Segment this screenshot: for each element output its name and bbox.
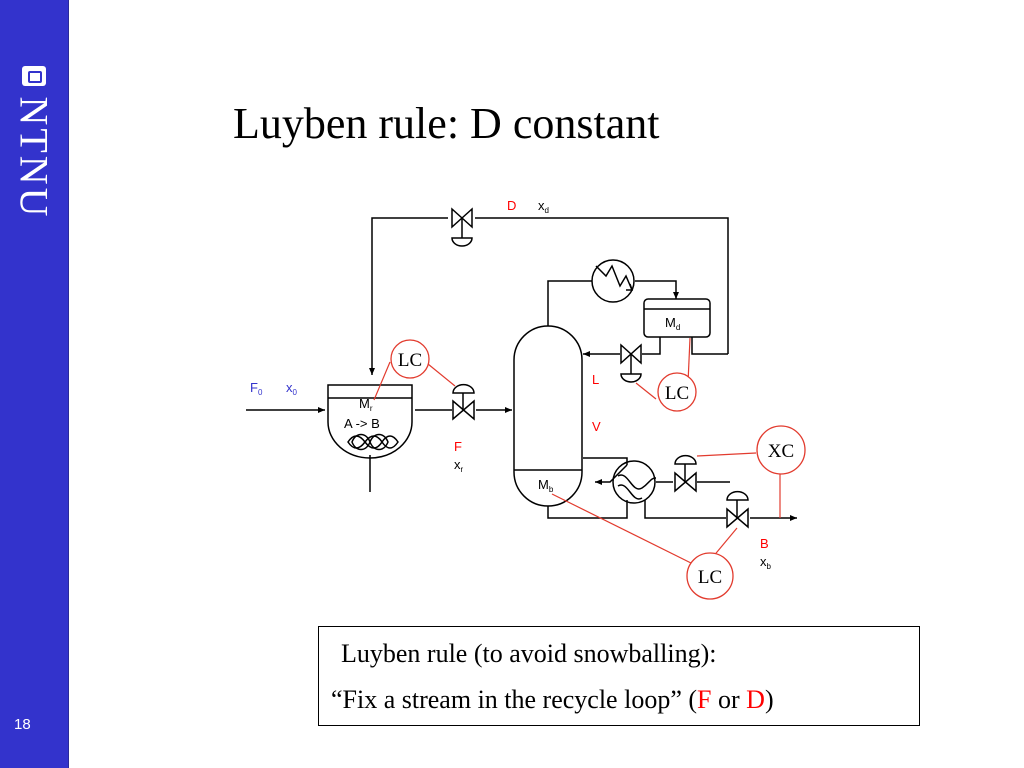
note-f-label: F	[697, 685, 712, 714]
reaction-label: A -> B	[344, 416, 380, 431]
note-line-1: Luyben rule (to avoid snowballing):	[341, 639, 717, 668]
valve-steam	[674, 454, 697, 493]
lc-drum-controller: LC	[657, 372, 697, 412]
bottom-holdup-label: Mb	[538, 477, 554, 494]
slide-title: Luyben rule: D constant	[233, 99, 660, 148]
note-d-label: D	[746, 685, 765, 714]
lc-reactor-label: LC	[398, 350, 422, 371]
ntnu-logo-icon	[22, 66, 46, 86]
bottoms-loop	[547, 497, 628, 519]
page-number: 18	[14, 716, 31, 733]
sidebar-divider	[68, 0, 69, 768]
stream-f0-composition: x0	[286, 380, 298, 397]
stream-f0-label: F0	[250, 380, 263, 397]
stream-b-composition: xb	[760, 554, 772, 571]
note-or-text: or	[711, 685, 747, 714]
lc-bottom-signal-valve	[711, 527, 738, 559]
valve-l	[620, 343, 642, 383]
overhead-line	[547, 280, 592, 331]
condenser-drum	[643, 298, 711, 338]
lc-drum-signal-valve	[635, 382, 657, 400]
reactor-vessel	[327, 384, 413, 459]
boilup-line	[583, 457, 628, 465]
lc-bottom-signal-level	[551, 493, 696, 566]
distillation-column	[513, 325, 583, 507]
reflux-line	[642, 337, 661, 355]
stream-d-label: D	[507, 198, 516, 213]
xc-signal-valve	[696, 452, 757, 457]
xc-controller: XC	[756, 425, 806, 475]
drum-outlet-d	[691, 337, 728, 355]
valve-d	[451, 207, 473, 247]
valve-b	[726, 490, 749, 529]
recycle-line-d-down	[369, 217, 448, 375]
lc-bottom-label: LC	[698, 567, 722, 588]
reactor-holdup-label: Mr	[359, 396, 373, 413]
lc-drum-signal-level	[687, 337, 691, 384]
luyben-rule-note: Luyben rule (to avoid snowballing): “Fix…	[318, 626, 920, 726]
stream-b-label: B	[760, 536, 769, 551]
xc-label: XC	[768, 441, 794, 462]
sidebar: NTNU 18	[0, 0, 68, 768]
stream-f-label: F	[454, 439, 462, 454]
condenser-icon	[591, 259, 635, 303]
stream-f-composition: xr	[454, 457, 464, 474]
reboiler-return	[595, 464, 628, 485]
lc-reactor-controller: LC	[390, 339, 430, 379]
recycle-line-d	[475, 217, 729, 354]
drum-holdup-label: Md	[665, 315, 680, 332]
reboiler-icon	[612, 460, 657, 504]
bottoms-product-line	[644, 500, 726, 519]
stream-v-label: V	[592, 419, 601, 434]
note-line-2: “Fix a stream in the recycle loop” (F or…	[331, 685, 774, 715]
stream-d-composition: xd	[538, 198, 549, 215]
stream-l-label: L	[592, 372, 599, 387]
valve-f	[452, 383, 475, 421]
note-closing-paren: )	[764, 685, 774, 714]
lc-bottom-controller: LC	[686, 552, 734, 600]
lc-drum-label: LC	[665, 383, 689, 404]
condenser-to-drum	[635, 280, 679, 299]
agitator-icon	[351, 433, 389, 451]
lc-reactor-signal-valve	[427, 363, 456, 387]
lc-reactor-signal-level	[373, 361, 391, 401]
note-line-2-text: “Fix a stream in the recycle loop” (	[331, 685, 698, 714]
